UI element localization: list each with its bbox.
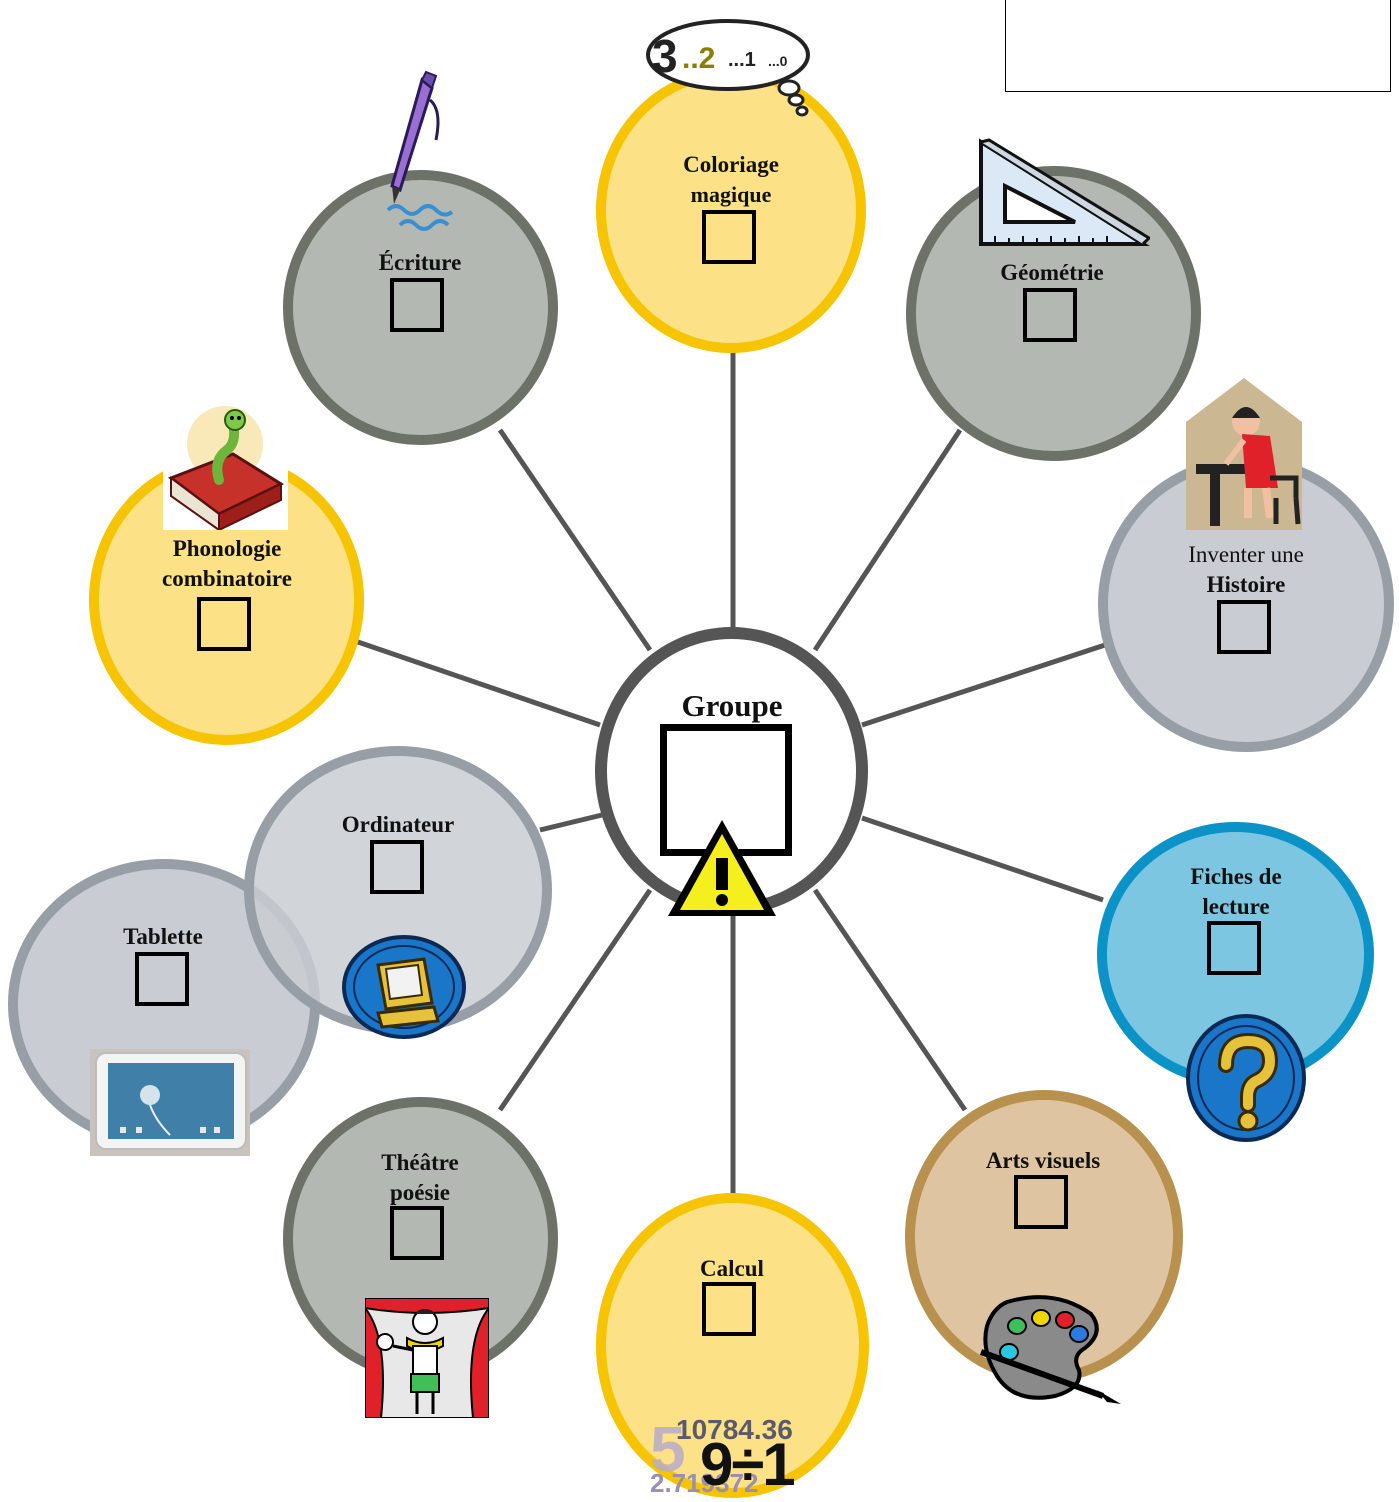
groupe-title: Groupe (681, 688, 782, 724)
node-phonologie-title: Phonologie combinatoire (162, 534, 292, 594)
name-box (1005, 0, 1391, 92)
node-ecriture-title: Écriture (379, 248, 462, 278)
tablet-photo (90, 1049, 250, 1156)
math-number-1: 10784.36 (676, 1414, 793, 1445)
thought-bubble-countdown-icon: 3 ..2 ...1 ...0 (646, 19, 810, 117)
node-geometrie-title: Géométrie (1000, 258, 1103, 288)
node-arts-title: Arts visuels (986, 1146, 1100, 1176)
pen-icon (386, 70, 454, 231)
countdown-0: ...0 (768, 53, 788, 69)
warning-icon (668, 820, 776, 916)
countdown-1: ...1 (728, 49, 756, 71)
node-calcul-title: Calcul (700, 1254, 764, 1284)
math-number-2: 9÷1 (700, 1431, 796, 1498)
spoke-ecriture (497, 428, 653, 652)
fiches-label-2: lecture (1202, 894, 1270, 919)
ecriture-checkbox[interactable] (390, 278, 444, 332)
spoke-lines (357, 350, 1106, 1195)
spoke-ordinateur (539, 812, 603, 833)
geometrie-checkbox[interactable] (1023, 288, 1077, 342)
computer-icon (342, 935, 466, 1039)
countdown-3: 3 (652, 30, 678, 82)
phonologie-label-2: combinatoire (162, 566, 292, 591)
node-fiches-title: Fiches de lecture (1190, 862, 1281, 922)
ordinateur-checkbox[interactable] (370, 840, 424, 894)
histoire-label-2: Histoire (1206, 572, 1286, 597)
calcul-label: Calcul (700, 1256, 764, 1281)
node-ecriture (283, 170, 558, 445)
phonologie-label-1: Phonologie (172, 536, 282, 561)
phonologie-checkbox[interactable] (197, 597, 251, 651)
math-number-3: 2.719372 (650, 1468, 759, 1498)
paint-palette-icon (979, 1295, 1121, 1404)
histoire-checkbox[interactable] (1217, 600, 1271, 654)
arts-checkbox[interactable] (1014, 1175, 1068, 1229)
geometrie-label: Géométrie (1000, 260, 1104, 285)
spoke-fiches (861, 815, 1104, 903)
child-writing-icon (1186, 378, 1302, 530)
node-histoire-title: Inventer une Histoire (1188, 540, 1304, 600)
question-mark-icon (1186, 1014, 1306, 1142)
node-calcul (596, 1193, 869, 1498)
theatre-label-2: poésie (389, 1180, 451, 1205)
theatre-checkbox[interactable] (390, 1206, 444, 1260)
math-number-5: 5 (650, 1413, 686, 1485)
theatre-label-1: Théâtre (381, 1150, 459, 1175)
node-coloriage-title: Coloriage magique (683, 150, 779, 210)
fiches-checkbox[interactable] (1207, 921, 1261, 975)
math-numbers-icon: 5 10784.36 2.719372 9÷1 (650, 1412, 820, 1502)
book-worm-icon (163, 404, 288, 530)
coloriage-label-2: magique (690, 182, 772, 207)
coloriage-checkbox[interactable] (702, 210, 756, 264)
ordinateur-label: Ordinateur (341, 812, 455, 837)
spoke-theatre (497, 888, 653, 1112)
node-theatre-title: Théâtre poésie (381, 1148, 459, 1208)
tablette-checkbox[interactable] (135, 952, 189, 1006)
arts-label: Arts visuels (985, 1148, 1101, 1173)
fiches-label-1: Fiches de (1190, 864, 1282, 889)
groupe-label: Groupe (681, 688, 783, 723)
ecriture-label: Écriture (378, 250, 462, 275)
histoire-label-1: Inventer une (1188, 542, 1304, 567)
spoke-phonologie (357, 639, 601, 728)
countdown-2: ..2 (682, 42, 715, 75)
actor-stage-icon (365, 1298, 489, 1418)
spoke-geometrie (812, 428, 963, 652)
tablette-label: Tablette (123, 924, 203, 949)
set-square-icon (979, 138, 1150, 246)
node-tablette-title: Tablette (123, 922, 203, 952)
spoke-histoire (861, 642, 1106, 728)
node-ordinateur-title: Ordinateur (342, 810, 454, 840)
spoke-arts (812, 888, 968, 1112)
coloriage-label-1: Coloriage (683, 152, 779, 177)
calcul-checkbox[interactable] (702, 1282, 756, 1336)
